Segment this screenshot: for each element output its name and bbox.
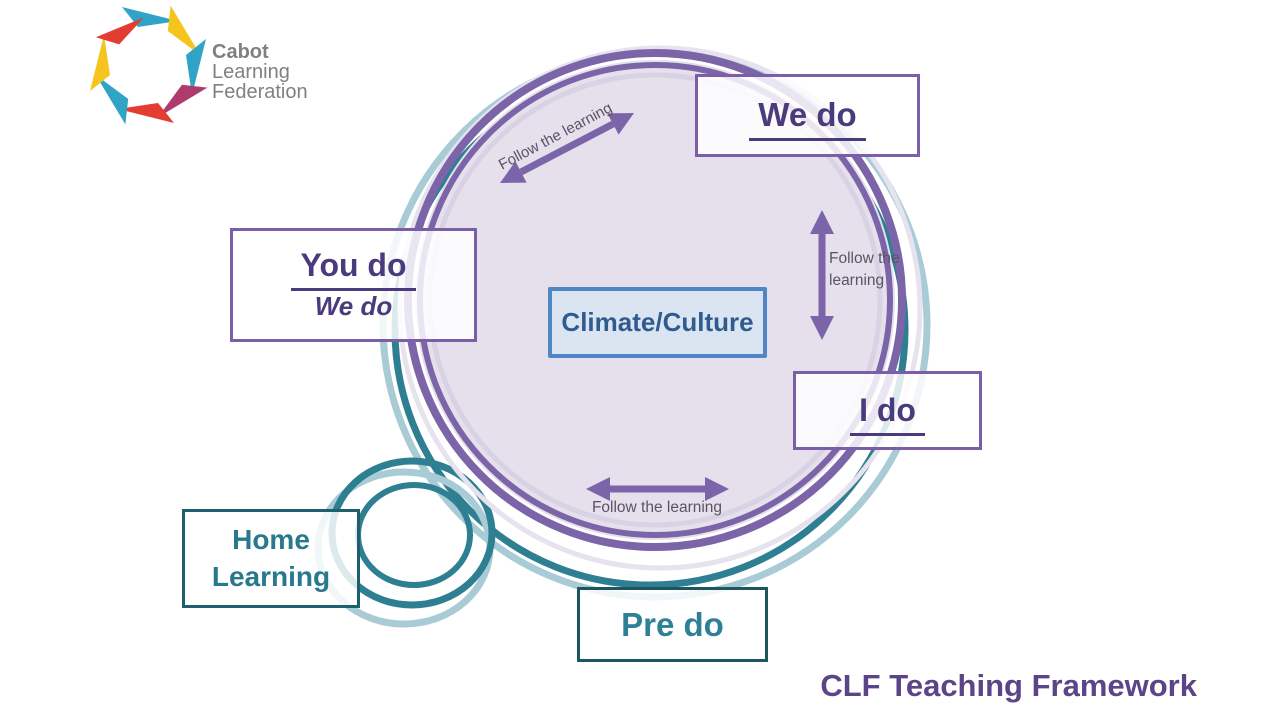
clf-logo-icon xyxy=(90,5,208,125)
follow-learning-label-right-line1: Follow the xyxy=(829,250,900,267)
you-do-sublabel: We do xyxy=(314,290,393,321)
slide-title: CLF Teaching Framework xyxy=(820,668,1197,703)
we-do-box: We do xyxy=(695,74,920,157)
logo-line-federation: Federation xyxy=(212,81,308,103)
pre-do-label: Pre do xyxy=(621,605,724,643)
follow-learning-arrow-top xyxy=(500,113,634,183)
follow-learning-arrow-bottom xyxy=(586,477,729,501)
you-do-label: You do xyxy=(291,247,416,292)
you-do-box: You do We do xyxy=(230,228,477,342)
follow-learning-label-right-line2: learning xyxy=(829,272,884,289)
logo-line-cabot: Cabot xyxy=(212,41,269,63)
logo-line-learning: Learning xyxy=(212,61,290,83)
i-do-label: I do xyxy=(850,391,925,436)
follow-learning-arrow-right xyxy=(810,210,834,340)
pre-do-box: Pre do xyxy=(577,587,768,662)
i-do-box: I do xyxy=(793,371,982,450)
climate-culture-box: Climate/Culture xyxy=(548,287,767,358)
we-do-label: We do xyxy=(749,96,866,142)
home-teal-ring-inner xyxy=(355,482,473,588)
clf-logo-wordmark: Cabot Learning Federation xyxy=(212,42,308,102)
climate-culture-label: Climate/Culture xyxy=(561,307,754,337)
follow-learning-label-bottom: Follow the learning xyxy=(592,499,722,516)
home-learning-label-line1: Home xyxy=(232,524,310,556)
home-learning-label-line2: Learning xyxy=(211,560,331,592)
home-learning-box: Home Learning xyxy=(182,509,360,608)
